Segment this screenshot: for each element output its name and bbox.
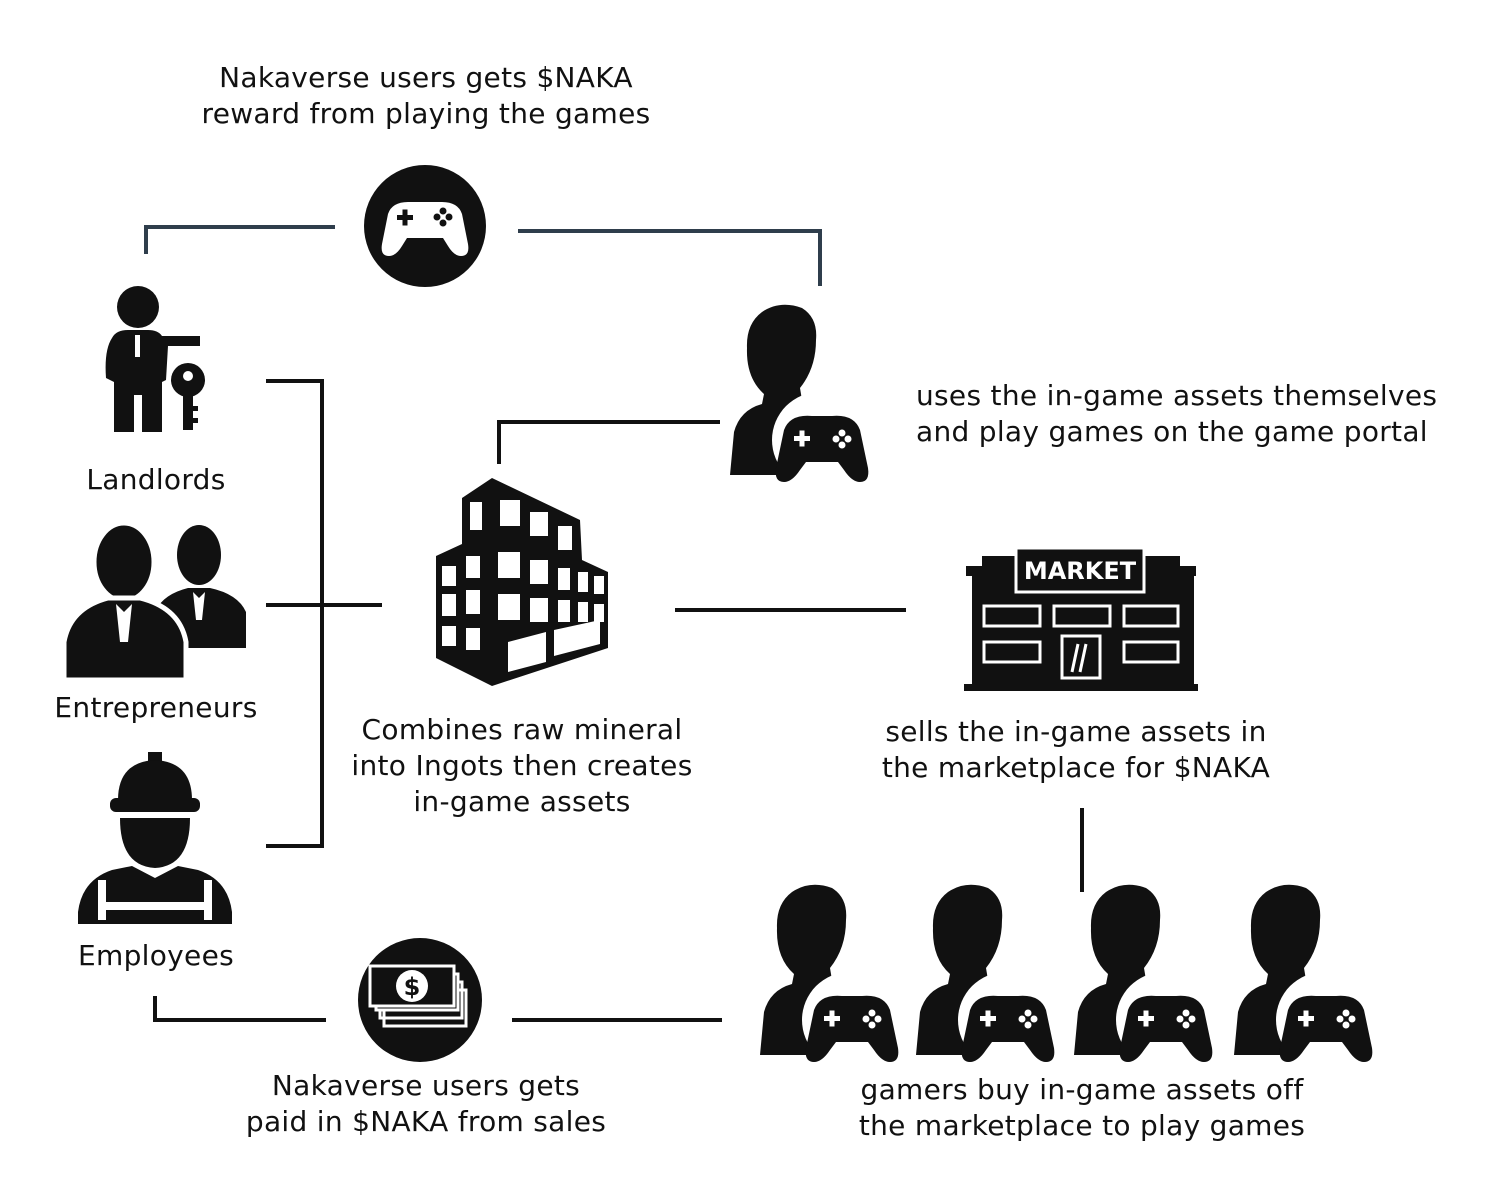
entrepreneurs-icon bbox=[61, 520, 246, 683]
entrepreneurs-label: Entrepreneurs bbox=[54, 691, 258, 724]
gamepad-circle-icon bbox=[364, 165, 486, 287]
gamers-caption: gamers buy in-game assets off the market… bbox=[858, 1073, 1306, 1142]
gamer-icon bbox=[1234, 884, 1373, 1068]
gamer-icon bbox=[760, 884, 899, 1068]
market-sign: MARKET bbox=[1024, 557, 1137, 585]
money-circle-icon: $ bbox=[358, 938, 482, 1062]
gamer-icon bbox=[730, 304, 869, 488]
landlord-key-icon bbox=[105, 286, 205, 432]
self-use-caption: uses the in-game assets themselves and p… bbox=[916, 379, 1438, 448]
market-store-icon: MARKET bbox=[964, 546, 1198, 691]
reward-caption: Nakaverse users gets $NAKA reward from p… bbox=[201, 61, 651, 130]
factory-caption: Combines raw mineral into Ingots then cr… bbox=[351, 713, 693, 818]
gamer-group bbox=[760, 884, 1373, 1068]
gamer-icon bbox=[1074, 884, 1213, 1068]
paid-caption: Nakaverse users gets paid in $NAKA from … bbox=[245, 1069, 607, 1138]
gamer-icon bbox=[916, 884, 1055, 1068]
connectors bbox=[153, 379, 1084, 1022]
connector-top bbox=[144, 225, 822, 286]
factory-building-icon bbox=[436, 478, 608, 686]
employees-label: Employees bbox=[78, 939, 234, 972]
market-caption: sells the in-game assets in the marketpl… bbox=[881, 715, 1271, 784]
landlords-label: Landlords bbox=[86, 463, 226, 496]
svg-text:$: $ bbox=[404, 973, 421, 1001]
employee-worker-icon bbox=[78, 752, 232, 924]
